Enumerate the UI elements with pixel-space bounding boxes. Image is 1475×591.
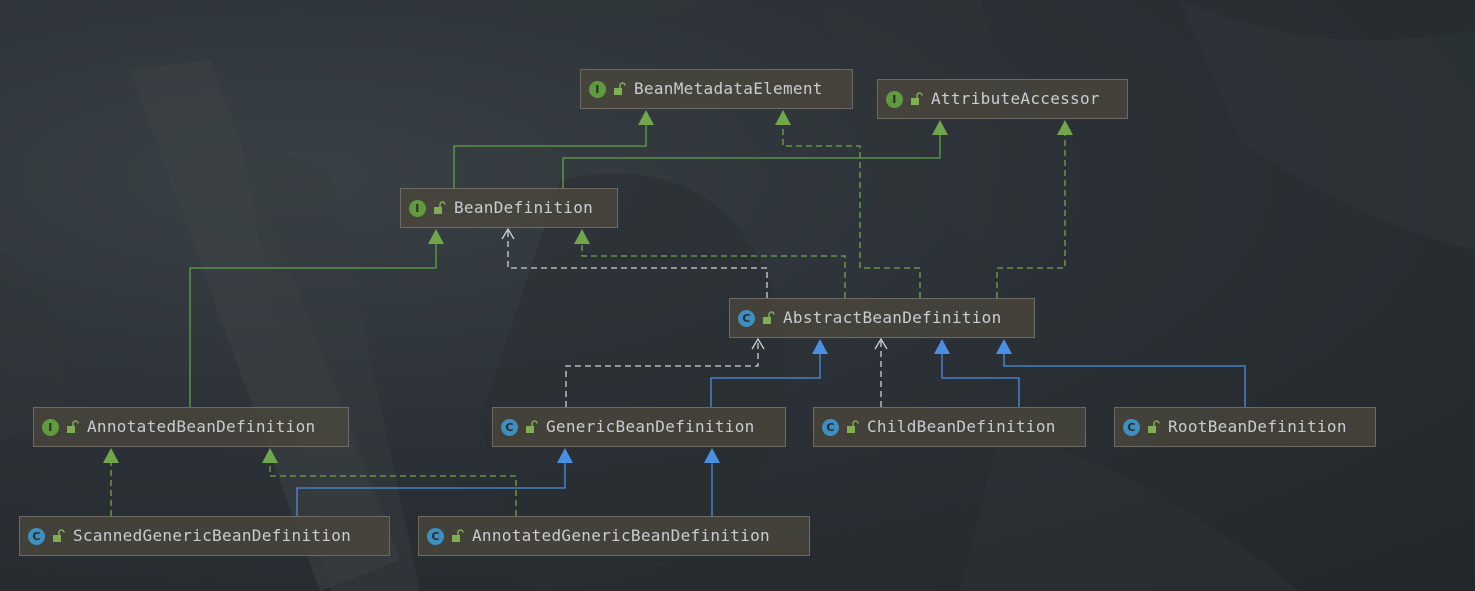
abstract-class-icon: C: [738, 309, 755, 327]
class-icon: C: [28, 527, 45, 545]
class-icon: C: [427, 527, 444, 545]
edge-beandefinition-to-beanmetadataelement: [453, 110, 654, 188]
unlock-icon: [526, 420, 538, 433]
node-label: AttributeAccessor: [931, 89, 1100, 108]
edge-scanned-extends-generic: [296, 448, 573, 516]
unlock-icon: [67, 420, 79, 433]
unlock-icon: [614, 82, 626, 95]
node-attribute-accessor[interactable]: I AttributeAccessor: [877, 79, 1128, 119]
edge-abstract-to-beandefinition-white: [501, 227, 768, 298]
class-icon: C: [1123, 418, 1140, 436]
node-label: ChildBeanDefinition: [867, 417, 1056, 436]
node-generic-bean-definition[interactable]: C GenericBeanDefinition: [492, 407, 786, 447]
node-abstract-bean-definition[interactable]: C AbstractBeanDefinition: [729, 298, 1035, 338]
edge-annotatedgeneric-implements-annotatedbeandefinition: [262, 448, 517, 516]
unlock-icon: [847, 420, 859, 433]
node-label: GenericBeanDefinition: [546, 417, 755, 436]
edge-generic-extends-abstract: [710, 339, 828, 407]
unlock-icon: [911, 92, 923, 105]
edge-annotatedbeandefinition-to-beandefinition: [189, 229, 444, 407]
edge-beandefinition-to-attributeaccessor: [562, 120, 948, 188]
interface-icon: I: [589, 80, 606, 98]
node-label: RootBeanDefinition: [1168, 417, 1347, 436]
edge-scanned-implements-annotatedbeandefinition: [103, 448, 119, 516]
edge-abstract-implements-attributeaccessor: [996, 120, 1073, 298]
node-label: AnnotatedGenericBeanDefinition: [472, 526, 770, 545]
node-annotated-bean-definition[interactable]: I AnnotatedBeanDefinition: [33, 407, 349, 447]
node-label: AbstractBeanDefinition: [783, 308, 1002, 327]
unlock-icon: [1148, 420, 1160, 433]
class-icon: C: [501, 418, 518, 436]
class-icon: C: [822, 418, 839, 436]
node-label: ScannedGenericBeanDefinition: [73, 526, 352, 545]
node-annotated-generic-bean-definition[interactable]: C AnnotatedGenericBeanDefinition: [418, 516, 810, 556]
edge-child-to-abstract-white: [874, 337, 888, 407]
interface-icon: I: [886, 90, 903, 108]
edge-child-extends-abstract: [934, 339, 1020, 407]
node-root-bean-definition[interactable]: C RootBeanDefinition: [1114, 407, 1376, 447]
interface-icon: I: [42, 418, 59, 436]
edge-abstract-implements-beanmetadataelement: [775, 110, 921, 298]
node-bean-metadata-element[interactable]: I BeanMetadataElement: [580, 69, 853, 109]
unlock-icon: [452, 529, 464, 542]
edge-root-extends-abstract: [996, 339, 1246, 407]
node-label: AnnotatedBeanDefinition: [87, 417, 316, 436]
node-label: BeanDefinition: [454, 198, 594, 217]
interface-icon: I: [409, 199, 426, 217]
unlock-icon: [763, 311, 775, 324]
node-child-bean-definition[interactable]: C ChildBeanDefinition: [813, 407, 1086, 447]
edge-abstract-implements-beandefinition: [574, 229, 846, 298]
edge-annotatedgeneric-extends-generic: [704, 448, 720, 516]
edge-generic-to-abstract-white: [565, 337, 765, 407]
unlock-icon: [434, 201, 446, 214]
node-scanned-generic-bean-definition[interactable]: C ScannedGenericBeanDefinition: [19, 516, 390, 556]
node-label: BeanMetadataElement: [634, 79, 823, 98]
node-bean-definition[interactable]: I BeanDefinition: [400, 188, 618, 228]
unlock-icon: [53, 529, 65, 542]
